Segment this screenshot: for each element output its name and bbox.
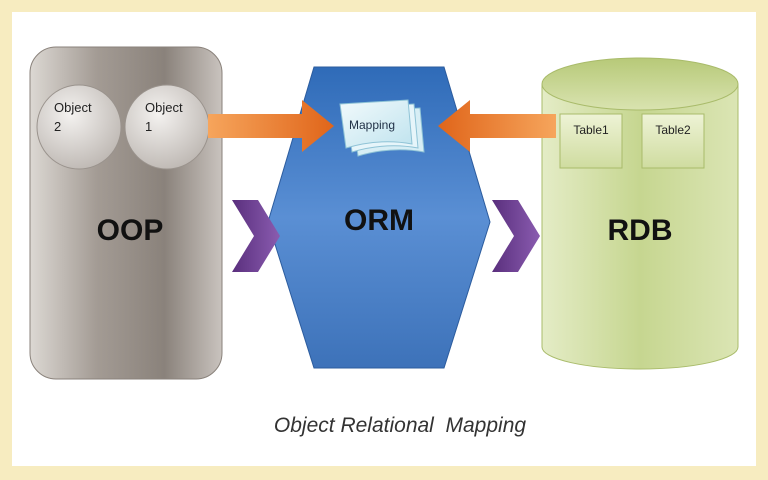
rdb-to-mapping-arrow-icon — [438, 100, 556, 152]
table2-label: Table2 — [655, 123, 691, 137]
oop-block: Object 2 Object 1 OOP — [29, 46, 223, 380]
diagram-caption: Object Relational Mapping — [274, 414, 526, 437]
object-1-label-line2: 1 — [145, 119, 152, 134]
rdb-label: RDB — [608, 214, 673, 247]
diagram-frame: Object 2 Object 1 OOP Mapping ORM Table1 — [12, 12, 756, 466]
oop-to-orm-chevron-icon — [232, 200, 280, 272]
object-1-circle: Object 1 — [124, 84, 210, 170]
table1-box: Table1 — [559, 113, 623, 169]
orm-label: ORM — [344, 204, 414, 237]
orm-diagram: Object 2 Object 1 OOP Mapping ORM Table1 — [29, 46, 739, 437]
object-1-label-line1: Object — [145, 100, 183, 115]
rdb-block: Table1 Table2 RDB — [541, 57, 739, 370]
object-2-label-line1: Object — [54, 100, 92, 115]
table2-box: Table2 — [641, 113, 705, 169]
mapping-documents: Mapping — [339, 99, 425, 157]
orm-block: Mapping ORM — [267, 66, 491, 369]
oop-label: OOP — [97, 214, 164, 247]
mapping-label: Mapping — [349, 118, 395, 132]
orm-to-rdb-chevron-icon — [492, 200, 540, 272]
object-2-circle: Object 2 — [36, 84, 122, 170]
oop-to-mapping-arrow-icon — [208, 100, 334, 152]
object-2-label-line2: 2 — [54, 119, 61, 134]
table1-label: Table1 — [573, 123, 609, 137]
